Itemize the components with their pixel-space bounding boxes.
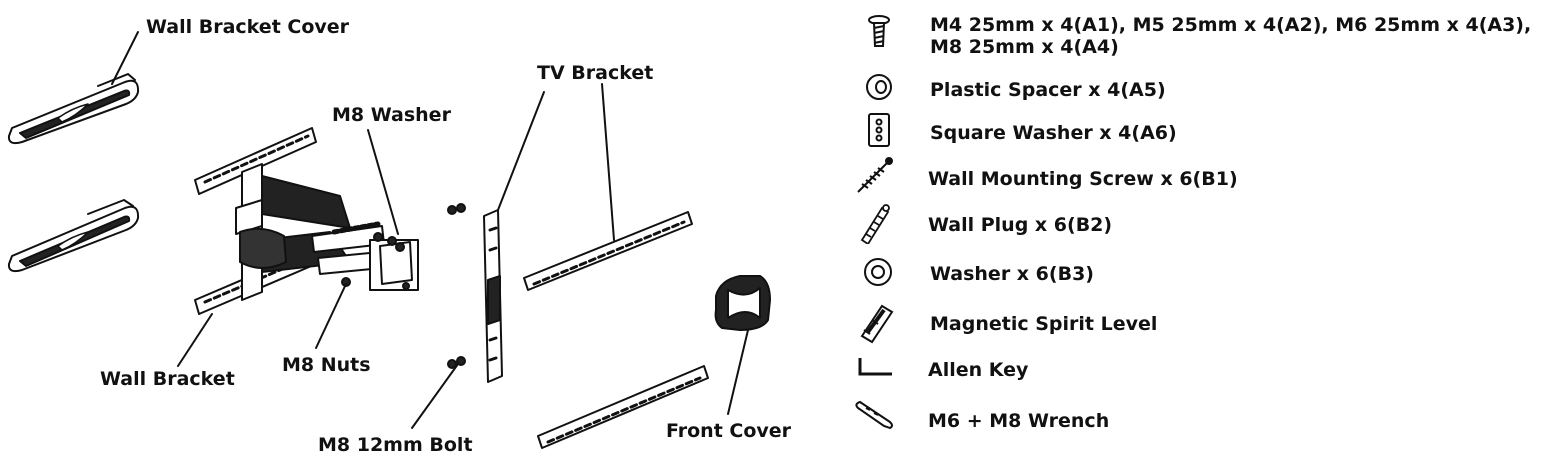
label-m8-nuts: M8 Nuts xyxy=(282,354,371,376)
parts-item-plastic-spacer: Plastic Spacer x 4(A5) xyxy=(930,79,1166,101)
label-tv-bracket: TV Bracket xyxy=(537,62,654,84)
wall-bracket-cover-lower xyxy=(7,199,140,273)
square-washer-icon xyxy=(868,113,890,147)
wrench-icon xyxy=(855,400,893,430)
parts-item-screws-line1: M4 25mm x 4(A1), M5 25mm x 4(A2), M6 25m… xyxy=(930,14,1532,36)
parts-item-washer: Washer x 6(B3) xyxy=(930,263,1094,285)
tv-bracket-plate xyxy=(483,209,503,383)
label-front-cover: Front Cover xyxy=(666,420,792,442)
front-cover xyxy=(714,275,771,331)
wall-bracket-cover-upper xyxy=(7,73,140,145)
parts-item-screws: M4 25mm x 4(A1), M5 25mm x 4(A2), M6 25m… xyxy=(930,14,1531,59)
parts-item-wall-plug: Wall Plug x 6(B2) xyxy=(928,214,1113,236)
label-wall-bracket: Wall Bracket xyxy=(100,368,235,390)
plastic-spacer-icon xyxy=(866,74,892,100)
parts-item-wall-mounting-screw: Wall Mounting Screw x 6(B1) xyxy=(928,168,1238,190)
washer-icon xyxy=(864,258,892,286)
magnetic-spirit-level-icon xyxy=(860,304,894,344)
articulating-arm xyxy=(235,163,419,301)
label-m8-12mm-bolt: M8 12mm Bolt xyxy=(318,434,473,456)
label-wall-bracket-cover: Wall Bracket Cover xyxy=(146,16,350,38)
parts-item-square-washer: Square Washer x 4(A6) xyxy=(930,122,1177,144)
wall-plug-icon xyxy=(860,204,890,244)
screw-icon xyxy=(868,15,890,47)
parts-item-wrench: M6 + M8 Wrench xyxy=(928,410,1110,432)
allen-key-icon xyxy=(858,358,892,376)
label-m8-washer: M8 Washer xyxy=(332,104,451,126)
parts-item-allen-key: Allen Key xyxy=(928,359,1029,381)
parts-item-magnetic-spirit-level: Magnetic Spirit Level xyxy=(930,313,1158,335)
wall-mounting-screw-icon xyxy=(857,157,893,193)
tv-bracket-rails xyxy=(523,211,709,449)
parts-item-screws-line2: M8 25mm x 4(A4) xyxy=(930,36,1119,59)
